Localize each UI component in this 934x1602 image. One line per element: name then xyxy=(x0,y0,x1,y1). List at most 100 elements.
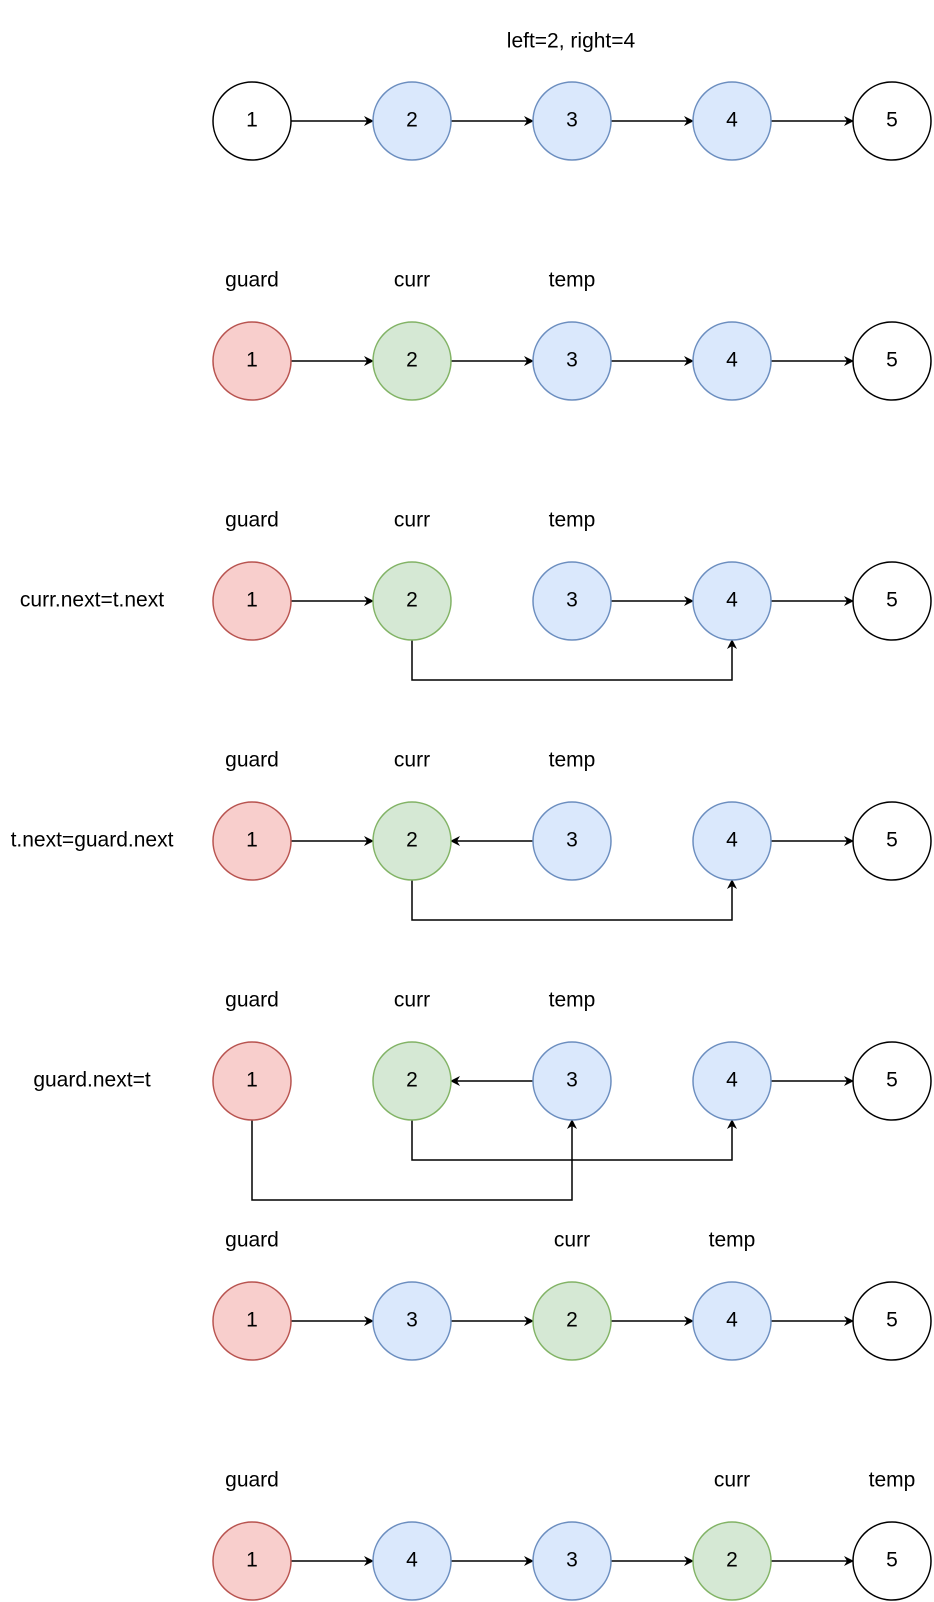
node-circle xyxy=(692,1041,772,1121)
list-node: 4 xyxy=(692,561,772,641)
pointer-label-guard: guard xyxy=(225,509,279,532)
node-circle xyxy=(532,561,612,641)
list-node: 2 xyxy=(372,81,452,161)
list-node: 4 xyxy=(692,801,772,881)
node-value: 2 xyxy=(566,1309,578,1332)
rerouted-pointer-arrow xyxy=(411,879,737,921)
list-node: 3 xyxy=(372,1281,452,1361)
pointer-label-guard: guard xyxy=(225,749,279,772)
node-circle xyxy=(852,1281,932,1361)
pointer-label-temp: temp xyxy=(709,1229,756,1252)
pointer-label-curr: curr xyxy=(394,509,430,532)
list-row-1: 1 2 3 4 5 xyxy=(212,81,932,161)
node-circle xyxy=(212,1041,292,1121)
node-circle xyxy=(212,801,292,881)
node-value: 5 xyxy=(886,1549,898,1572)
list-node: 1 xyxy=(212,1281,292,1361)
pointer-label-curr: curr xyxy=(714,1469,750,1492)
pointer-label-curr: curr xyxy=(394,269,430,292)
pointer-label-temp: temp xyxy=(549,509,596,532)
list-node: 2 xyxy=(372,561,452,641)
list-node: 3 xyxy=(532,1041,612,1121)
list-node: 3 xyxy=(532,81,612,161)
node-circle xyxy=(212,81,292,161)
node-value: 3 xyxy=(566,589,578,612)
node-circle xyxy=(852,1041,932,1121)
pointer-label-guard: guard xyxy=(225,269,279,292)
list-node: 2 xyxy=(372,1041,452,1121)
pointer-label-curr: curr xyxy=(394,749,430,772)
node-circle xyxy=(532,801,612,881)
pointer-label-temp: temp xyxy=(549,269,596,292)
node-value: 3 xyxy=(406,1309,418,1332)
list-node: 3 xyxy=(532,801,612,881)
diagram-title: left=2, right=4 xyxy=(507,30,636,53)
node-value: 1 xyxy=(246,829,258,852)
list-node: 1 xyxy=(212,1521,292,1601)
list-node: 2 xyxy=(532,1281,612,1361)
node-value: 2 xyxy=(406,829,418,852)
node-value: 2 xyxy=(406,589,418,612)
list-node: 4 xyxy=(692,81,772,161)
pointer-label-guard: guard xyxy=(225,1229,279,1252)
list-node: 4 xyxy=(692,1281,772,1361)
node-value: 5 xyxy=(886,349,898,372)
node-value: 4 xyxy=(406,1549,418,1572)
node-circle xyxy=(692,1521,772,1601)
node-circle xyxy=(852,81,932,161)
list-node: 4 xyxy=(692,1041,772,1121)
node-circle xyxy=(852,321,932,401)
pointer-label-curr: curr xyxy=(554,1229,590,1252)
node-value: 2 xyxy=(406,109,418,132)
node-circle xyxy=(852,561,932,641)
node-circle xyxy=(372,1041,452,1121)
node-value: 2 xyxy=(406,349,418,372)
list-node: 5 xyxy=(852,561,932,641)
node-circle xyxy=(212,1521,292,1601)
node-value: 1 xyxy=(246,589,258,612)
node-circle xyxy=(532,1281,612,1361)
node-value: 1 xyxy=(246,1549,258,1572)
node-value: 5 xyxy=(886,829,898,852)
pointer-label-temp: temp xyxy=(549,749,596,772)
list-node: 3 xyxy=(532,321,612,401)
node-value: 5 xyxy=(886,1069,898,1092)
node-circle xyxy=(372,801,452,881)
node-value: 4 xyxy=(726,829,738,852)
node-value: 4 xyxy=(726,1069,738,1092)
list-node: 5 xyxy=(852,1041,932,1121)
node-value: 1 xyxy=(246,109,258,132)
node-value: 1 xyxy=(246,1309,258,1332)
node-value: 4 xyxy=(726,589,738,612)
node-circle xyxy=(212,561,292,641)
list-node: 5 xyxy=(852,1521,932,1601)
list-node: 1 xyxy=(212,81,292,161)
node-circle xyxy=(372,81,452,161)
list-node: 1 xyxy=(212,1041,292,1121)
operation-label: curr.next=t.next xyxy=(20,589,164,612)
node-circle xyxy=(692,801,772,881)
node-value: 5 xyxy=(886,109,898,132)
node-value: 2 xyxy=(406,1069,418,1092)
node-circle xyxy=(852,1521,932,1601)
node-circle xyxy=(372,321,452,401)
node-circle xyxy=(532,81,612,161)
node-value: 4 xyxy=(726,109,738,132)
node-value: 3 xyxy=(566,1549,578,1572)
list-node: 1 xyxy=(212,561,292,641)
list-node: 2 xyxy=(692,1521,772,1601)
node-value: 3 xyxy=(566,109,578,132)
pointer-label-guard: guard xyxy=(225,989,279,1012)
node-circle xyxy=(212,321,292,401)
list-node: 4 xyxy=(692,321,772,401)
list-node: 5 xyxy=(852,81,932,161)
pointer-label-guard: guard xyxy=(225,1469,279,1492)
list-node: 5 xyxy=(852,1281,932,1361)
list-node: 4 xyxy=(372,1521,452,1601)
list-node: 5 xyxy=(852,321,932,401)
